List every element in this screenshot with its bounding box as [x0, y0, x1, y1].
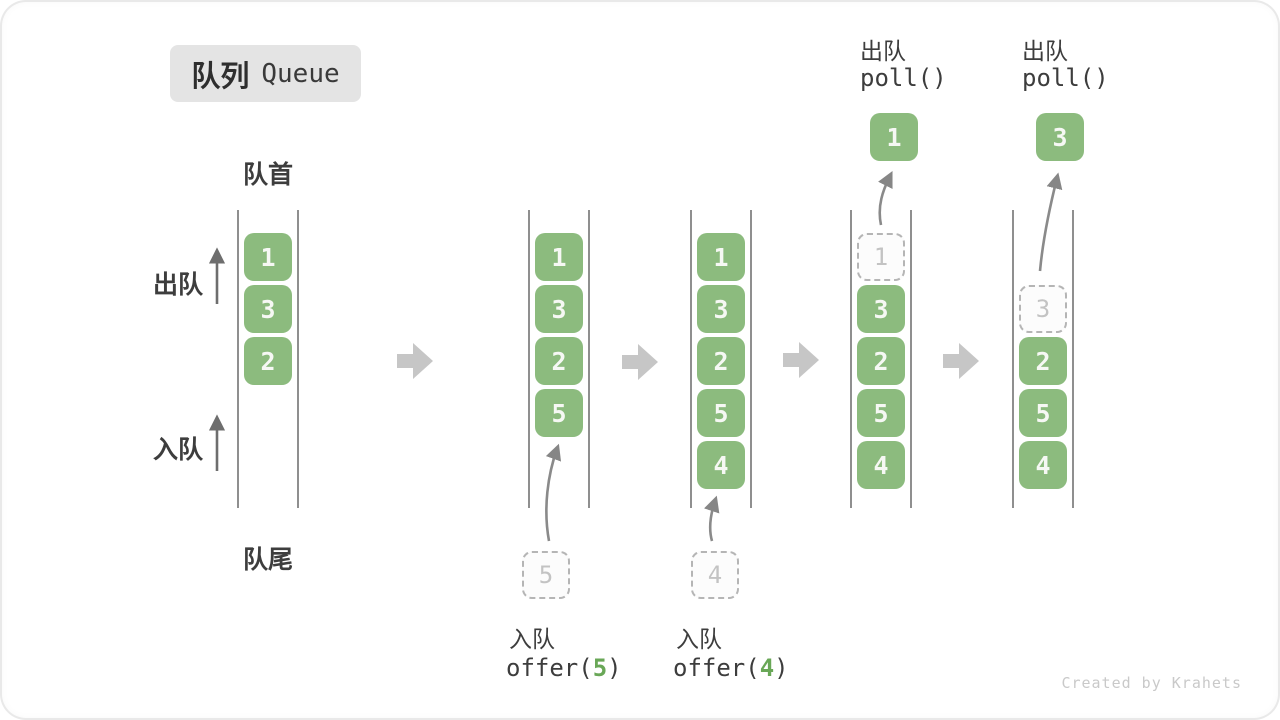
queue-rails [1012, 210, 1074, 508]
queue-rails [237, 210, 299, 508]
queue-rails [528, 210, 590, 508]
queue-item: 1 [535, 233, 583, 281]
incoming-item-ghost: 4 [691, 551, 739, 599]
queue-item: 4 [857, 441, 905, 489]
queue-rear-label: 队尾 [242, 546, 293, 574]
op-label: 出队 [860, 38, 906, 64]
diagram-title-zh: 队列 [191, 60, 250, 93]
queue-item: 5 [697, 389, 745, 437]
op-code-arg: 5 [592, 654, 608, 682]
enqueue-side-label: 入队 [153, 436, 204, 464]
queue-item: 4 [1019, 441, 1067, 489]
op-code-close: ) [607, 654, 622, 682]
watermark: Created by Krahets [1061, 674, 1242, 692]
block-arrow-icon [397, 343, 433, 379]
op-code: offer(4) [673, 654, 789, 682]
queue-item: 3 [244, 285, 292, 333]
block-arrow-icon [943, 343, 979, 379]
op-code: poll() [860, 64, 947, 92]
polled-item: 3 [1036, 113, 1084, 161]
removed-slot-ghost: 3 [1019, 285, 1067, 333]
queue-rails [690, 210, 752, 508]
queue-item: 5 [857, 389, 905, 437]
op-code-arg: 4 [759, 654, 775, 682]
polled-item: 1 [870, 113, 918, 161]
queue-item: 3 [857, 285, 905, 333]
removed-slot-ghost: 1 [857, 233, 905, 281]
queue-item: 1 [697, 233, 745, 281]
op-code: offer(5) [506, 654, 622, 682]
queue-item: 5 [535, 389, 583, 437]
op-code: poll() [1022, 64, 1109, 92]
incoming-item-ghost: 5 [522, 551, 570, 599]
op-label: 出队 [1022, 38, 1068, 64]
queue-item: 1 [244, 233, 292, 281]
op-label: 入队 [676, 626, 722, 652]
queue-item: 5 [1019, 389, 1067, 437]
queue-item: 3 [697, 285, 745, 333]
queue-item: 2 [697, 337, 745, 385]
diagram-title-en: Queue [261, 58, 340, 89]
queue-item: 3 [535, 285, 583, 333]
queue-item: 2 [535, 337, 583, 385]
queue-rails [850, 210, 912, 508]
op-code-fn: offer( [506, 654, 593, 682]
queue-item: 2 [857, 337, 905, 385]
op-label: 入队 [509, 626, 555, 652]
queue-item: 2 [244, 337, 292, 385]
queue-item: 2 [1019, 337, 1067, 385]
dequeue-side-label: 出队 [153, 271, 204, 299]
block-arrow-icon [622, 344, 658, 380]
diagram-title-box: 队列 Queue [170, 45, 361, 102]
block-arrow-icon [783, 342, 819, 378]
op-code-fn: offer( [673, 654, 760, 682]
queue-front-label: 队首 [242, 161, 293, 189]
op-code-close: ) [774, 654, 789, 682]
queue-item: 4 [697, 441, 745, 489]
